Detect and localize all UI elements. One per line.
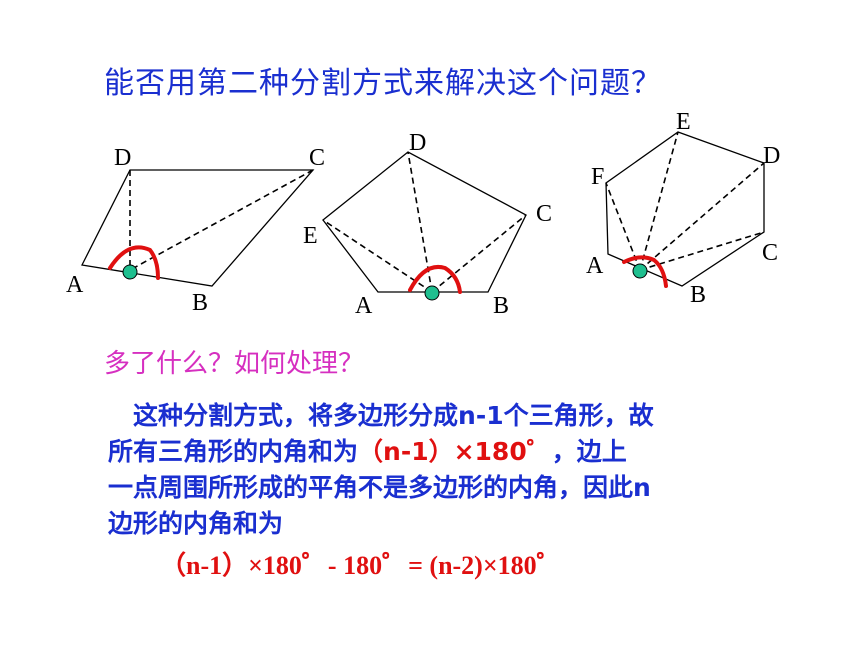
hex-dashed-line-c — [639, 231, 765, 271]
hex-label-d: D — [763, 143, 780, 169]
pent-label-d: D — [409, 130, 426, 156]
hex-interior-point — [632, 263, 648, 279]
quad-dashed-line-c — [129, 169, 314, 271]
question-text: 多了什么？如何处理？ — [104, 349, 365, 379]
quad-label-b: B — [192, 290, 208, 316]
hex-label-e: E — [676, 109, 691, 135]
quad-label-c: C — [309, 145, 325, 171]
explanation-line-2: 所有三角形的内角和为（n-1）×180゜，边上 — [108, 434, 748, 470]
pent-label-e: E — [303, 223, 318, 249]
quadrilateral-figure: A B C D — [66, 145, 325, 316]
explanation-line-3: 一点周围所形成的平角不是多边形的内角，因此n — [108, 473, 651, 502]
formula: （n-1）×180゜- 180゜= (n-2)×180゜ — [160, 551, 563, 580]
explanation-line-2-end: ，边上 — [551, 437, 627, 466]
explanation-paragraph: 这种分割方式，将多边形分成n-1个三角形，故 所有三角形的内角和为（n-1）×1… — [108, 398, 748, 542]
hex-label-b: B — [690, 282, 706, 308]
hexagon-figure: A B C D E F — [586, 109, 780, 308]
hex-label-f: F — [591, 164, 604, 190]
pent-interior-point — [424, 285, 440, 301]
quadrilateral-outline — [81, 169, 315, 287]
hex-label-a: A — [586, 253, 604, 279]
quad-interior-point — [122, 264, 138, 280]
pent-label-c: C — [536, 201, 552, 227]
page-title: 能否用第二种分割方式来解决这个问题？ — [104, 66, 662, 101]
pent-angle-arc — [408, 265, 462, 294]
quad-angle-arc — [108, 245, 160, 280]
pent-label-b: B — [493, 293, 509, 319]
pentagon-outline — [322, 151, 527, 293]
hex-label-c: C — [762, 240, 778, 266]
quad-label-a: A — [66, 272, 84, 298]
hex-dashed-line-f — [605, 182, 641, 271]
quad-label-d: D — [114, 145, 131, 171]
explanation-red-expression: （n-1）×180゜ — [358, 437, 552, 466]
pent-dashed-line-c — [431, 214, 527, 293]
pent-label-a: A — [355, 293, 373, 319]
hexagon-outline — [605, 131, 765, 287]
polygon-figures: A B C D A B C D E A B C D E F — [66, 109, 780, 319]
hex-dashed-line-d — [639, 162, 765, 271]
hex-angle-arc — [622, 255, 668, 288]
explanation-line-1: 这种分割方式，将多边形分成n-1个三角形，故 — [108, 398, 748, 434]
explanation-line-2-start: 所有三角形的内角和为 — [108, 437, 359, 466]
explanation-line-1-text: 这种分割方式，将多边形分成n-1个三角形，故 — [133, 401, 654, 430]
explanation-line-4: 边形的内角和为 — [108, 509, 284, 538]
pentagon-figure: A B C D E — [303, 130, 552, 319]
hex-dashed-line-e — [639, 131, 679, 271]
